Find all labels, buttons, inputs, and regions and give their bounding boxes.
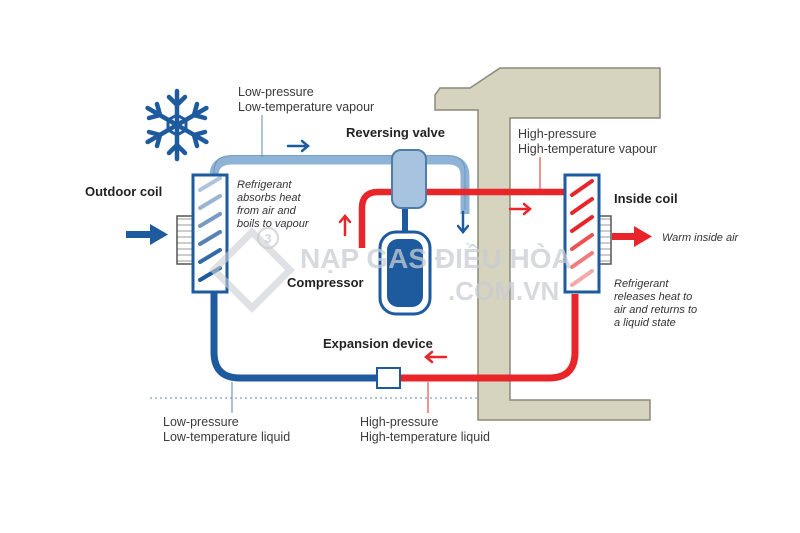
cold-liquid-pipe bbox=[210, 290, 420, 382]
reversing-valve bbox=[391, 149, 427, 209]
watermark-logo-icon bbox=[209, 227, 295, 313]
compressor-label: Compressor bbox=[287, 275, 364, 290]
high-liquid-label-1: High-pressure bbox=[360, 415, 439, 429]
absorbs-text-2: absorbs heat bbox=[237, 192, 302, 204]
high-vapour-label-2: High-temperature vapour bbox=[518, 142, 657, 156]
cold-vapour-pipe bbox=[209, 155, 470, 214]
high-vapour-label-1: High-pressure bbox=[518, 127, 597, 141]
expansion-device bbox=[376, 367, 401, 389]
watermark-line-2: .COM.VN bbox=[448, 276, 559, 306]
flow-arrow-left-red-icon bbox=[424, 350, 448, 364]
absorbs-text-4: boils to vapour bbox=[237, 218, 310, 230]
low-vapour-label-1: Low-pressure bbox=[238, 85, 314, 99]
flow-arrow-right-blue-icon bbox=[286, 139, 310, 153]
watermark: 3 NẠP GAS ĐIỀU HÒA .COM.VN bbox=[209, 227, 572, 313]
watermark-badge-icon bbox=[257, 227, 279, 249]
low-liquid-label-2: Low-temperature liquid bbox=[163, 430, 290, 444]
flow-arrow-up-red-icon bbox=[338, 214, 352, 237]
flow-arrow-down-blue-icon bbox=[456, 210, 470, 234]
releases-text-3: air and returns to bbox=[614, 304, 697, 316]
inside-coil-label: Inside coil bbox=[614, 191, 678, 206]
absorbs-text-1: Refrigerant bbox=[237, 179, 292, 191]
cold-air-arrow-icon bbox=[126, 224, 168, 245]
warm-air-label: Warm inside air bbox=[662, 232, 740, 244]
expansion-device-label: Expansion device bbox=[323, 336, 433, 351]
low-liquid-label-1: Low-pressure bbox=[163, 415, 239, 429]
watermark-badge: 3 bbox=[264, 231, 271, 246]
snowflake-icon bbox=[145, 88, 209, 162]
high-liquid-label-2: High-temperature liquid bbox=[360, 430, 490, 444]
hot-vapour-pipe bbox=[358, 188, 565, 248]
absorbs-text-3: from air and bbox=[237, 205, 297, 217]
releases-text-4: a liquid state bbox=[614, 317, 676, 329]
cold-vapour-pipe-outline bbox=[213, 155, 466, 210]
hot-liquid-pipe bbox=[400, 294, 579, 382]
releases-text-2: releases heat to bbox=[614, 291, 692, 303]
watermark-line-1: NẠP GAS ĐIỀU HÒA bbox=[300, 243, 572, 274]
outdoor-coil bbox=[176, 173, 229, 294]
low-vapour-label-2: Low-temperature vapour bbox=[238, 100, 374, 114]
building-wall bbox=[434, 67, 661, 421]
compressor bbox=[378, 230, 432, 316]
warm-air-arrow-icon bbox=[612, 226, 652, 247]
inside-coil-fins bbox=[570, 179, 594, 287]
outdoor-coil-label: Outdoor coil bbox=[85, 184, 162, 199]
releases-text-1: Refrigerant bbox=[614, 278, 669, 290]
reversing-valve-label: Reversing valve bbox=[346, 125, 445, 140]
inside-coil bbox=[563, 173, 612, 294]
flow-arrow-right-red-icon bbox=[508, 202, 532, 216]
